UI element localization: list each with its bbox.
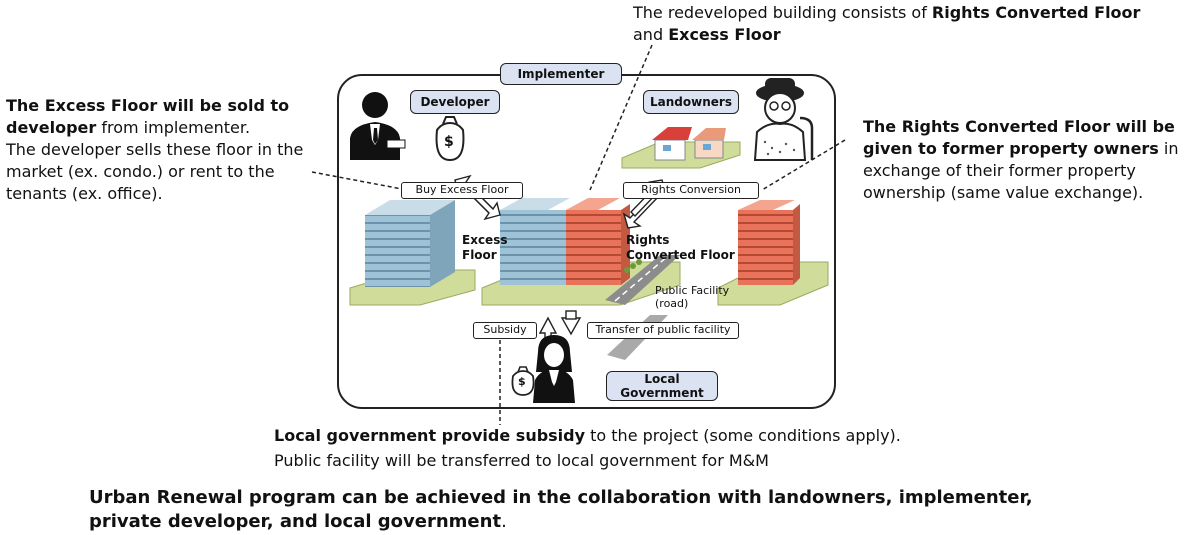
public-facility-label: Public Facility (road) bbox=[655, 284, 730, 310]
businessman-icon bbox=[350, 92, 406, 160]
leader-lines bbox=[311, 44, 846, 425]
right-note: The Rights Converted Floor will be given… bbox=[863, 117, 1179, 202]
excess-floor-building bbox=[365, 200, 455, 287]
transfer-public-facility-label: Transfer of public facility bbox=[587, 322, 739, 339]
houses-icon bbox=[652, 127, 726, 161]
rights-floor-building bbox=[738, 200, 800, 285]
landowners-label: Landowners bbox=[643, 90, 739, 114]
money-bag-bottom-icon bbox=[511, 366, 535, 396]
woman-official-icon bbox=[533, 335, 575, 403]
buy-excess-floor-label: Buy Excess Floor bbox=[401, 182, 523, 199]
mixed-building bbox=[500, 198, 630, 285]
bottom-note: Local government provide subsidy to the … bbox=[274, 426, 901, 470]
implementer-label: Implementer bbox=[500, 63, 622, 85]
top-note-bold-1: Rights Converted Floor bbox=[931, 3, 1141, 22]
left-note: The Excess Floor will be sold to develop… bbox=[6, 96, 304, 203]
subsidy-label: Subsidy bbox=[473, 322, 537, 339]
rights-conversion-label: Rights Conversion bbox=[623, 182, 759, 199]
trees bbox=[624, 259, 642, 273]
excess-floor-label: Excess Floor bbox=[462, 233, 508, 262]
rights-converted-floor-label: Rights Converted Floor bbox=[626, 233, 735, 262]
money-bag-icon bbox=[435, 116, 465, 162]
top-note-bold-2: Excess Floor bbox=[668, 25, 781, 44]
old-man-icon bbox=[753, 78, 814, 161]
money-symbol-bottom: $ bbox=[518, 375, 526, 388]
local-government-label: Local Government bbox=[606, 371, 718, 401]
road bbox=[605, 255, 680, 305]
top-note: The redeveloped building consists of Rig… bbox=[633, 3, 1141, 44]
conclusion: Urban Renewal program can be achieved in… bbox=[89, 487, 1033, 532]
money-symbol-top: $ bbox=[444, 134, 454, 150]
developer-label: Developer bbox=[410, 90, 500, 114]
